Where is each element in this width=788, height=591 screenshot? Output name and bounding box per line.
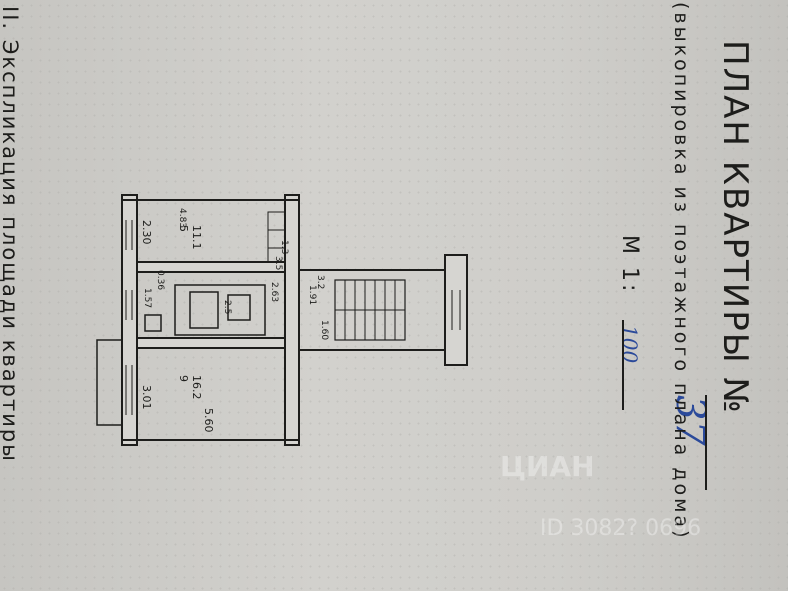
room2-number: 9 <box>177 375 190 382</box>
room1-depth: 4.83 <box>177 208 187 228</box>
dim-label: 1.3 <box>279 240 289 254</box>
watermark-logo: ЦИАН <box>500 450 595 483</box>
balcony <box>96 339 123 426</box>
title-underline <box>705 395 707 490</box>
stair-outer-wall <box>444 254 468 366</box>
scale-underline <box>622 320 624 410</box>
room2-area: 16.2 <box>190 375 203 400</box>
room-divider-2 <box>136 337 286 349</box>
room1-number: 5 <box>177 225 190 232</box>
toilet <box>227 294 251 321</box>
right-wall <box>284 194 300 446</box>
dim-label: 1.60 <box>319 320 329 340</box>
left-wall <box>121 194 138 446</box>
dim-label: 2.5 <box>222 300 232 314</box>
room-divider-1 <box>136 261 286 273</box>
stove <box>144 314 162 332</box>
watermark-id: ID 3082? 0696 <box>540 516 702 541</box>
room1-area: 11.1 <box>190 225 203 250</box>
dim-label: 1.57 <box>142 288 152 308</box>
room2-width: 3.01 <box>140 385 153 410</box>
bathroom-block <box>174 284 266 336</box>
room2-depth: 5.60 <box>202 408 215 433</box>
dim-label: 0.36 <box>155 270 165 290</box>
bathtub <box>189 291 219 329</box>
room1-width: 2.30 <box>140 220 153 245</box>
dim-label: 3.2 <box>315 275 325 289</box>
dim-label: 2.63 <box>269 282 279 302</box>
dim-label: 1.91 <box>307 285 317 305</box>
closet <box>267 211 286 263</box>
dim-label: 3.5 <box>273 256 283 270</box>
